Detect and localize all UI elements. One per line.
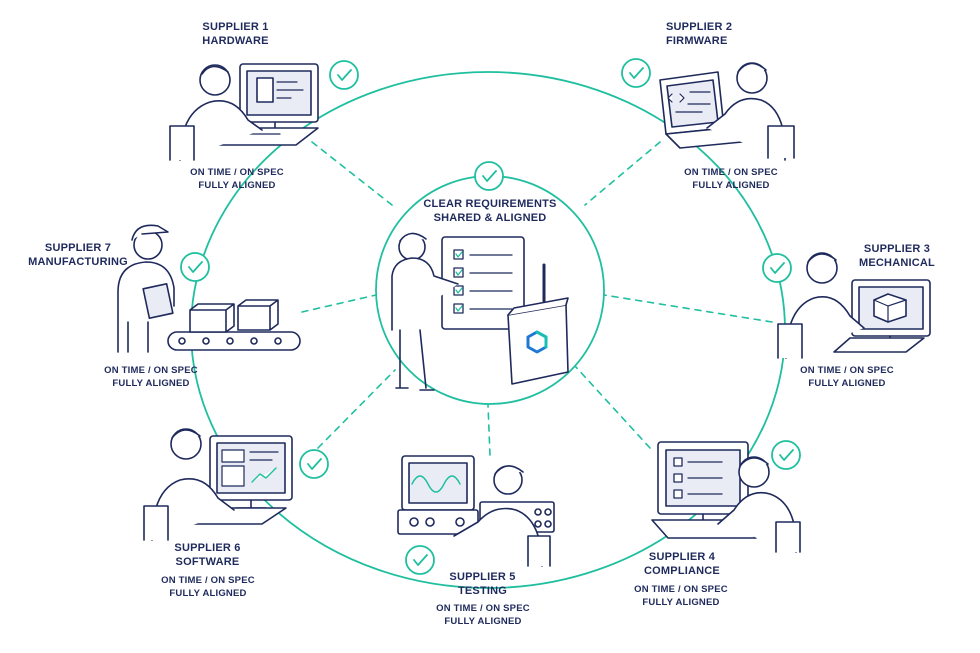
center-illustration: [391, 232, 569, 391]
supplier-5-status: ON TIME / ON SPEC FULLY ALIGNED: [418, 602, 548, 628]
supplier-7-title: SUPPLIER 7: [44, 242, 112, 254]
supplier-1-status: ON TIME / ON SPEC FULLY ALIGNED: [172, 166, 302, 192]
supplier-6-illustration: [143, 428, 293, 541]
supplier-1-label: SUPPLIER 1 HARDWARE: [178, 20, 293, 48]
supplier-1-title: SUPPLIER 1: [202, 21, 269, 33]
supplier-7-label: SUPPLIER 7 MANUFACTURING: [18, 241, 138, 269]
check-icon: [771, 440, 801, 470]
status-line: ON TIME / ON SPEC: [161, 575, 255, 586]
check-icon: [405, 545, 435, 575]
connector-supplier-3: [603, 294, 773, 323]
supplier-4-illustration: [651, 441, 801, 553]
supplier-5-illustration: [397, 455, 555, 567]
hexagon-logo-icon: [526, 330, 548, 354]
supplier-1-role: HARDWARE: [202, 35, 269, 47]
supplier-2-label: SUPPLIER 2 FIRMWARE: [666, 20, 781, 48]
supplier-4-title: SUPPLIER 4: [648, 551, 716, 563]
supplier-3-title: SUPPLIER 3: [863, 243, 931, 255]
status-line: FULLY ALIGNED: [169, 588, 247, 599]
dashed-connectors: [301, 141, 773, 456]
status-line: ON TIME / ON SPEC: [436, 603, 530, 614]
check-icon: [762, 253, 792, 283]
status-line: ON TIME / ON SPEC: [800, 365, 894, 376]
status-line: ON TIME / ON SPEC: [684, 167, 778, 178]
connector-supplier-6: [317, 369, 396, 449]
connector-supplier-5: [487, 404, 491, 456]
supplier-7-illustration: [117, 224, 301, 353]
status-line: FULLY ALIGNED: [198, 180, 276, 191]
supplier-3-illustration: [777, 252, 931, 359]
center-title: CLEAR REQUIREMENTS SHARED & ALIGNED: [410, 197, 570, 225]
status-line: FULLY ALIGNED: [444, 616, 522, 627]
supplier-4-status: ON TIME / ON SPEC FULLY ALIGNED: [616, 583, 746, 609]
supplier-2-illustration: [659, 62, 795, 161]
check-icon: [621, 58, 651, 88]
supplier-6-label: SUPPLIER 6 SOFTWARE: [150, 541, 265, 569]
status-line: FULLY ALIGNED: [642, 597, 720, 608]
supplier-6-role: SOFTWARE: [175, 556, 240, 568]
check-icon: [180, 252, 210, 282]
connector-supplier-7: [301, 294, 377, 313]
status-line: FULLY ALIGNED: [808, 378, 886, 389]
supplier-3-status: ON TIME / ON SPEC FULLY ALIGNED: [782, 364, 912, 390]
connector-supplier-4: [574, 365, 651, 449]
supplier-6-title: SUPPLIER 6: [174, 542, 241, 554]
center-title-line: SHARED & ALIGNED: [433, 212, 547, 224]
connector-supplier-2: [584, 141, 661, 206]
supplier-2-status: ON TIME / ON SPEC FULLY ALIGNED: [666, 166, 796, 192]
check-icon: [329, 60, 359, 90]
supplier-2-role: FIRMWARE: [666, 35, 728, 47]
iot-device: [507, 304, 569, 385]
supplier-7-status: ON TIME / ON SPEC FULLY ALIGNED: [86, 364, 216, 390]
supplier-6-status: ON TIME / ON SPEC FULLY ALIGNED: [143, 574, 273, 600]
supplier-1-illustration: [169, 63, 319, 161]
supplier-5-label: SUPPLIER 5 TESTING: [425, 570, 540, 598]
status-line: FULLY ALIGNED: [112, 378, 190, 389]
connector-supplier-1: [311, 141, 393, 206]
status-line: ON TIME / ON SPEC: [634, 584, 728, 595]
supplier-3-role: MECHANICAL: [859, 257, 935, 269]
check-badges: [180, 58, 801, 575]
supplier-2-title: SUPPLIER 2: [666, 21, 733, 33]
check-icon: [299, 449, 329, 479]
supplier-5-title: SUPPLIER 5: [449, 571, 516, 583]
supplier-4-label: SUPPLIER 4 COMPLIANCE: [622, 550, 742, 578]
center-title-line: CLEAR REQUIREMENTS: [423, 198, 557, 210]
status-line: ON TIME / ON SPEC: [104, 365, 198, 376]
supplier-3-label: SUPPLIER 3 MECHANICAL: [842, 242, 952, 270]
supplier-7-role: MANUFACTURING: [28, 256, 128, 268]
check-icon: [474, 161, 504, 191]
status-line: ON TIME / ON SPEC: [190, 167, 284, 178]
status-line: FULLY ALIGNED: [692, 180, 770, 191]
supplier-5-role: TESTING: [457, 585, 508, 597]
supplier-4-role: COMPLIANCE: [644, 565, 720, 577]
